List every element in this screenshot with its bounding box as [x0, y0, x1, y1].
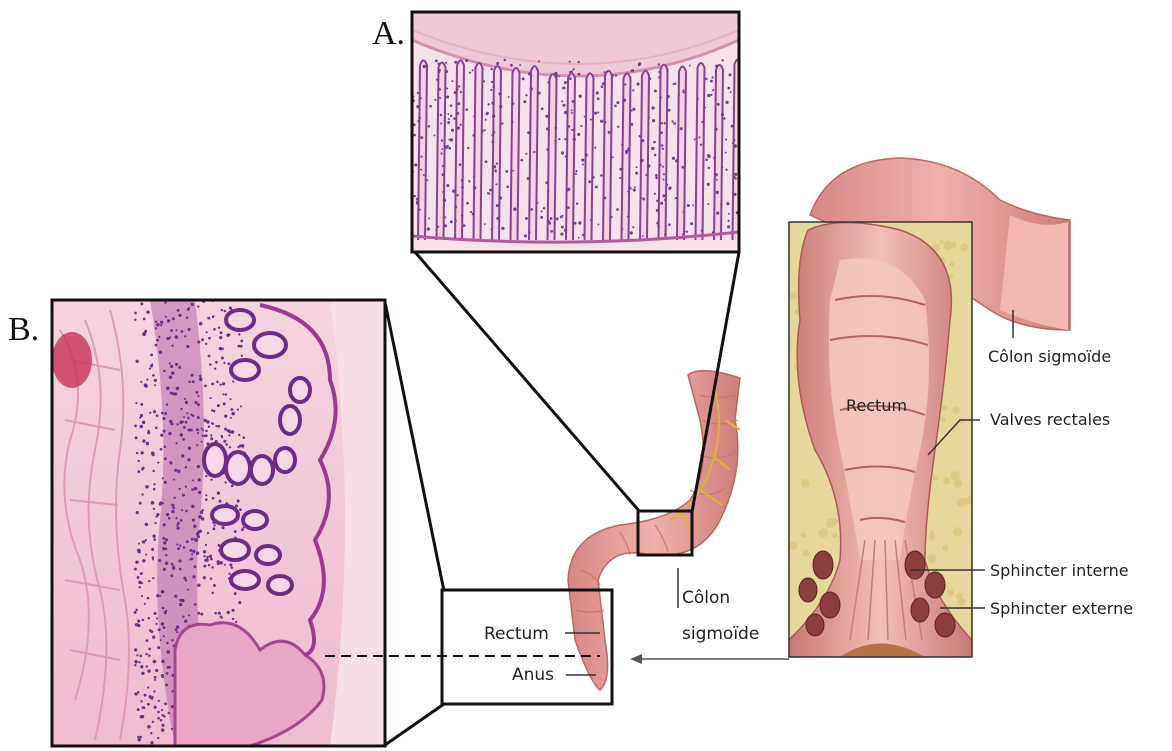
- detail-colon-sigmoide-label: Côlon sigmoïde: [988, 347, 1111, 366]
- panel-b-letter: B.: [8, 311, 39, 348]
- histology-panel-a: A.: [372, 12, 742, 252]
- detail-rectum-label: Rectum: [846, 396, 907, 415]
- histology-panel-b: B.: [8, 299, 385, 746]
- colon-overview-illustration: Rectum Anus Côlon sigmoïde: [442, 371, 759, 704]
- panel-a-letter: A.: [372, 15, 405, 52]
- detail-sphincter-externe-label: Sphincter externe: [990, 599, 1133, 618]
- rectum-detail-illustration: Côlon sigmoïde Rectum Valves rectales Sp…: [789, 158, 1133, 658]
- overview-colon-label-2: sigmoïde: [682, 624, 759, 644]
- overview-anus-label: Anus: [512, 665, 554, 685]
- overview-colon-label-1: Côlon: [682, 588, 730, 608]
- detail-to-overview-arrow: [630, 654, 789, 664]
- zoom-connectors: [385, 252, 739, 745]
- detail-valves-rectales-label: Valves rectales: [990, 410, 1110, 429]
- detail-sphincter-interne-label: Sphincter interne: [990, 561, 1129, 580]
- overview-rectum-label: Rectum: [484, 624, 549, 644]
